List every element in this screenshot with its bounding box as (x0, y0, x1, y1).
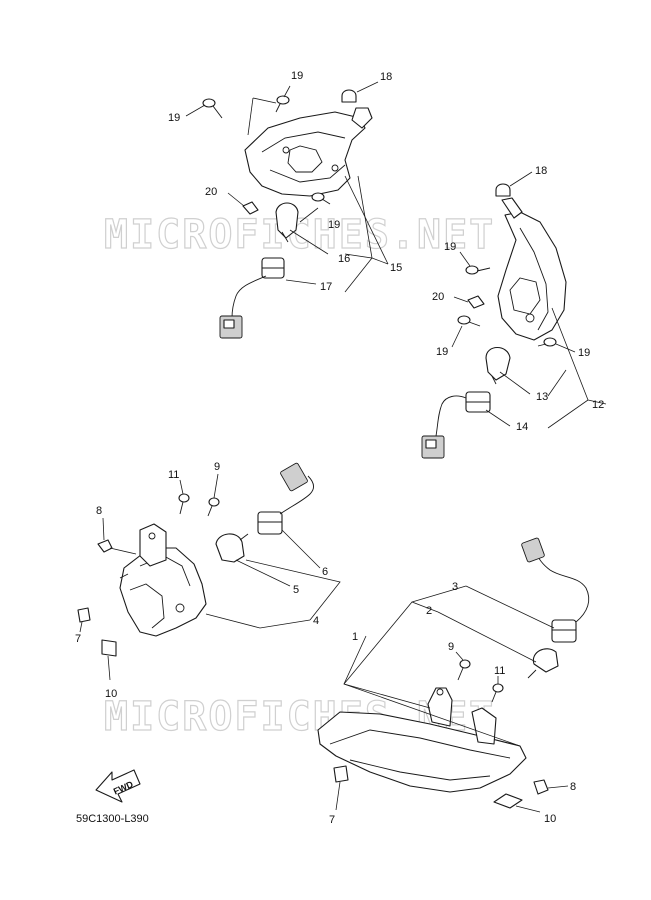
socket-wire-17 (219, 257, 285, 339)
callout-4: 4 (313, 615, 319, 627)
screw-19-a (202, 98, 223, 119)
bulb-2 (527, 648, 559, 679)
flasher-mount-arm-right (501, 197, 523, 219)
front-flasher-bracket-right (427, 687, 453, 727)
callout-5: 5 (293, 584, 299, 596)
front-flasher-right-assembly (317, 537, 590, 813)
watermark-top: MICROFICHES.NET (104, 212, 495, 258)
callout-8-b: 8 (570, 781, 576, 793)
callout-14: 14 (516, 421, 528, 433)
callout-19-a: 19 (291, 70, 303, 82)
callout-19-d: 19 (444, 241, 456, 253)
label-10-b (493, 793, 523, 809)
callout-19-f: 19 (578, 347, 590, 359)
callout-1: 1 (352, 631, 358, 643)
nut-20-b (467, 295, 485, 309)
screw-19-d (465, 265, 491, 275)
callout-15: 15 (390, 262, 402, 274)
callout-9-a: 9 (214, 461, 220, 473)
callout-18-a: 18 (380, 71, 392, 83)
callout-13: 13 (536, 391, 548, 403)
callout-10-b: 10 (544, 813, 556, 825)
flasher-housing (244, 111, 366, 197)
callout-7-b: 7 (329, 814, 335, 826)
callout-10-a: 10 (105, 688, 117, 700)
screw-19-c (311, 192, 331, 205)
screw-19-e (457, 315, 481, 327)
callout-19-b: 19 (168, 112, 180, 124)
callout-19-e: 19 (436, 346, 448, 358)
screw-19-f (537, 337, 557, 347)
fastener-8-a (97, 539, 113, 553)
callout-9-b: 9 (448, 641, 454, 653)
callout-11-b: 11 (494, 665, 505, 677)
callout-11-a: 11 (168, 469, 179, 481)
callout-18-b: 18 (535, 165, 547, 177)
rear-flasher-right-assembly (421, 171, 607, 459)
pad-7-b (333, 765, 349, 783)
callout-8-a: 8 (96, 505, 102, 517)
callout-7-a: 7 (75, 633, 81, 645)
front-flasher-bracket (139, 523, 167, 567)
flasher-mount-arm (351, 107, 373, 129)
callout-16: 16 (338, 253, 350, 265)
bulb-13 (485, 346, 511, 385)
callout-3: 3 (452, 581, 458, 593)
cap-18-b (495, 183, 511, 197)
label-10-a (101, 639, 117, 657)
bulb-5 (215, 533, 249, 563)
screw-9-b (457, 659, 471, 681)
flasher-lens-socket (287, 145, 323, 173)
nut-20-a (242, 201, 259, 215)
cap-18-a (341, 89, 357, 103)
callout-6: 6 (322, 566, 328, 578)
fastener-8-b (533, 779, 549, 795)
screw-9-a (207, 497, 220, 517)
front-flasher-housing-right (317, 711, 527, 793)
front-flasher-housing (119, 547, 207, 637)
rear-flasher-left-assembly (185, 81, 389, 339)
diagram-code: 59C1300-L390 (76, 813, 149, 825)
pad-7-a (77, 607, 91, 623)
callout-12: 12 (592, 399, 604, 411)
callout-20-a: 20 (205, 186, 217, 198)
callout-20-b: 20 (432, 291, 444, 303)
screw-11-b (491, 683, 504, 703)
callout-19-c: 19 (328, 219, 340, 231)
socket-wire-14 (421, 391, 491, 459)
socket-wire-6 (257, 462, 315, 535)
bulb-16 (275, 202, 299, 243)
socket-wire-3 (521, 537, 590, 643)
front-flasher-left-assembly (77, 462, 341, 681)
screw-11-a (178, 493, 190, 515)
screw-19-b (275, 95, 290, 113)
callout-17: 17 (320, 281, 332, 293)
flasher-housing-right (497, 211, 567, 341)
callout-2: 2 (426, 605, 432, 617)
forward-arrow-icon: FWD (95, 769, 141, 803)
